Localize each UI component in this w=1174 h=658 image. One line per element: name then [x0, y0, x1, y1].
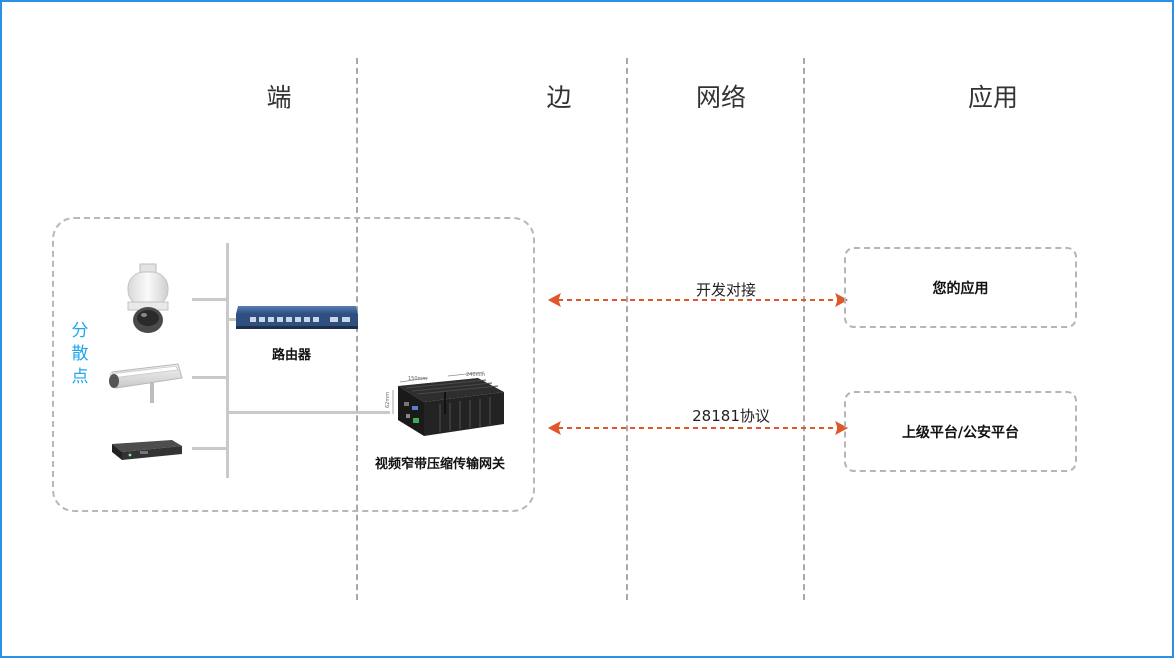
- gateway-label: 视频窄带压缩传输网关: [375, 457, 506, 472]
- divider-network-application: [803, 58, 805, 600]
- app-box-yours: 您的应用: [844, 247, 1077, 328]
- box-device-icon: [112, 440, 182, 460]
- column-title-terminal: 端: [266, 83, 292, 112]
- gateway-dim-width: 150mm: [408, 376, 427, 382]
- link-label-28181: 28181协议: [692, 407, 770, 425]
- bus-branch-box-device: [192, 447, 228, 450]
- router-label: 路由器: [272, 348, 312, 363]
- bus-branch-dome-camera: [192, 298, 228, 301]
- divider-edge-network: [626, 58, 628, 600]
- bus-branch-gateway: [228, 411, 390, 414]
- router-icon: [236, 306, 358, 329]
- gateway-dim-height: 62mm: [385, 392, 391, 408]
- column-title-edge: 边: [546, 83, 572, 112]
- bus-branch-bullet-camera: [192, 376, 228, 379]
- dome-camera-icon: [127, 263, 169, 333]
- link-arrow-28181: [547, 420, 849, 436]
- app-label-platform: 上级平台/公安平台: [901, 424, 1020, 441]
- column-title-network: 网络: [695, 83, 746, 112]
- scatter-point-label: 分散点: [71, 321, 89, 387]
- app-box-platform: 上级平台/公安平台: [844, 391, 1077, 472]
- gateway-dim-depth: 240mm: [466, 372, 485, 378]
- app-label-yours: 您的应用: [932, 280, 989, 297]
- bullet-camera-icon: [109, 363, 183, 403]
- link-arrow-develop: [547, 292, 849, 308]
- scatter-point-group: [52, 217, 535, 512]
- bus-branch-router: [228, 318, 238, 321]
- column-title-application: 应用: [967, 83, 1018, 112]
- gateway-icon: [392, 371, 504, 436]
- bus-vertical-line: [226, 243, 229, 478]
- link-label-develop: 开发对接: [695, 281, 756, 299]
